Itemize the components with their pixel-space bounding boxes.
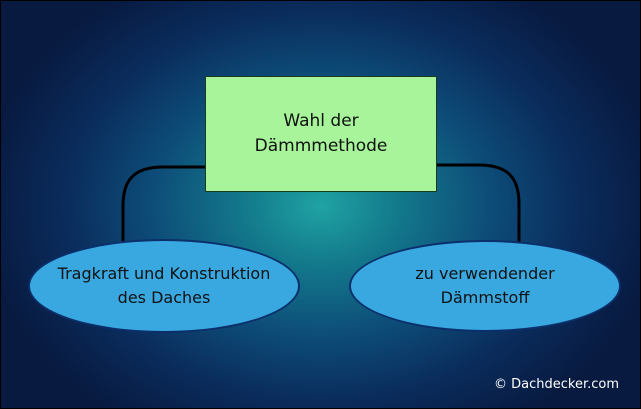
right-node-line2: Dämmstoff xyxy=(440,288,530,307)
right-node-line1: zu verwendender xyxy=(415,264,555,283)
left-node: Tragkraft und Konstruktion des Daches xyxy=(28,239,300,333)
center-node-line2: Dämmmethode xyxy=(254,136,388,156)
center-node: Wahl der Dämmmethode xyxy=(205,76,437,192)
copyright-text: © Dachdecker.com xyxy=(493,377,619,392)
connector-left xyxy=(121,165,205,241)
center-node-line1: Wahl der xyxy=(283,111,359,131)
right-node: zu verwendender Dämmstoff xyxy=(349,240,621,332)
left-node-line1: Tragkraft und Konstruktion xyxy=(57,264,271,283)
left-node-line2: des Daches xyxy=(117,288,211,307)
connector-right xyxy=(437,163,521,242)
